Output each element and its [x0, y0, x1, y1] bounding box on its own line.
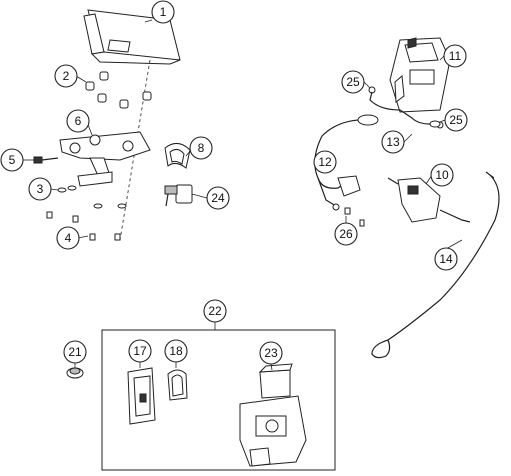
callout-2-label: 2	[63, 69, 70, 83]
callout-3: 3	[28, 177, 52, 201]
callout-24-label: 24	[211, 191, 225, 205]
callout-6: 6	[66, 109, 90, 133]
callout-23: 23	[259, 341, 283, 365]
screw	[33, 156, 59, 164]
instrument-bracket	[59, 131, 151, 187]
ignition-switch	[164, 184, 193, 207]
clamp	[164, 143, 191, 169]
steering-lock	[239, 363, 307, 467]
callout-18: 18	[164, 339, 188, 363]
callout-24: 24	[206, 186, 230, 210]
callout-26: 26	[334, 222, 358, 246]
callout-8: 8	[189, 136, 213, 160]
wiring-harness	[314, 114, 379, 227]
callout-26-label: 26	[339, 227, 353, 241]
callout-1-label: 1	[160, 5, 167, 19]
callout-14-label: 14	[439, 252, 453, 266]
callout-25b-label: 25	[449, 113, 463, 127]
callout-4-label: 4	[65, 231, 72, 245]
control-switch-unit	[387, 177, 471, 223]
callout-12-label: 12	[318, 155, 332, 169]
cap	[66, 367, 84, 379]
callout-25a: 25	[341, 70, 365, 94]
key-cover	[167, 369, 188, 401]
callout-5-label: 5	[9, 153, 16, 167]
callout-10: 10	[430, 163, 454, 187]
callout-21-label: 21	[68, 345, 82, 359]
callout-5: 5	[0, 148, 24, 172]
callout-13-label: 13	[386, 135, 400, 149]
callout-2: 2	[54, 64, 78, 88]
callout-8-label: 8	[198, 141, 205, 155]
washers	[57, 185, 127, 209]
callout-11: 11	[443, 44, 467, 68]
small-bolts	[46, 211, 121, 241]
long-cable	[371, 171, 500, 359]
control-unit	[389, 37, 451, 113]
callout-23-label: 23	[264, 346, 278, 360]
callout-11-label: 11	[449, 49, 462, 63]
callout-3-label: 3	[37, 182, 44, 196]
callout-13: 13	[381, 130, 405, 154]
callout-14: 14	[434, 247, 458, 271]
callout-12: 12	[313, 150, 337, 174]
callout-10-label: 10	[435, 168, 449, 182]
callout-6-label: 6	[75, 114, 82, 128]
callout-25b: 25	[444, 108, 468, 132]
callout-1: 1	[151, 0, 175, 24]
callout-22-label: 22	[208, 304, 222, 318]
callout-21: 21	[63, 340, 87, 364]
callout-17-label: 17	[133, 344, 147, 358]
callout-18-label: 18	[169, 344, 183, 358]
grommets	[85, 71, 152, 109]
callout-4: 4	[56, 226, 80, 250]
callout-22: 22	[203, 299, 227, 323]
battery-cable	[369, 91, 441, 128]
callout-17: 17	[128, 339, 152, 363]
key-fob	[127, 367, 156, 425]
kit-box	[101, 322, 336, 471]
callout-25a-label: 25	[346, 75, 360, 89]
